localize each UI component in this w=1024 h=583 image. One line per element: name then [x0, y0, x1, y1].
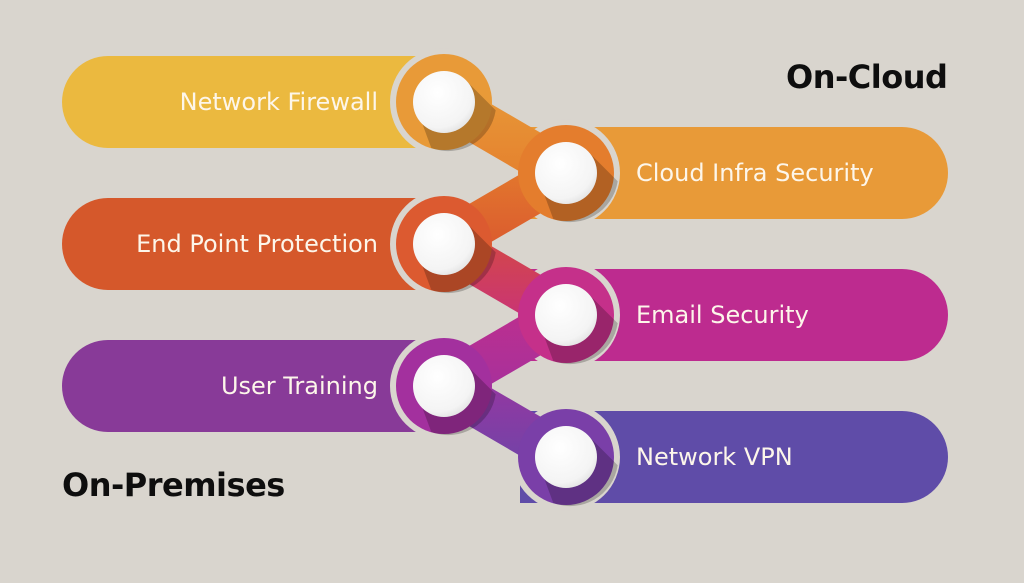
- item-bar-4: [520, 269, 948, 361]
- node-circle: [413, 355, 475, 417]
- bar-shape: [520, 127, 948, 219]
- bar-shape: [62, 198, 440, 290]
- item-label-1: Network Firewall: [180, 88, 378, 116]
- bar-shape: [62, 340, 440, 432]
- node-4: [518, 267, 618, 365]
- item-label-4: Email Security: [636, 301, 809, 329]
- item-label-5: User Training: [221, 372, 378, 400]
- on-cloud-heading: On-Cloud: [786, 58, 948, 96]
- bar-shape: [62, 56, 440, 148]
- item-label-6: Network VPN: [636, 443, 793, 471]
- node-circle: [413, 71, 475, 133]
- node-circle: [535, 284, 597, 346]
- item-label-3: End Point Protection: [136, 230, 378, 258]
- node-circle: [413, 213, 475, 275]
- node-3: [396, 196, 496, 294]
- node-6: [518, 409, 618, 507]
- on-premises-heading: On-Premises: [62, 466, 285, 504]
- item-label-2: Cloud Infra Security: [636, 159, 874, 187]
- node-circle: [535, 142, 597, 204]
- node-2: [518, 125, 618, 223]
- node-circle: [535, 426, 597, 488]
- bar-shape: [520, 269, 948, 361]
- item-bar-2: [520, 127, 948, 219]
- node-1: [396, 54, 496, 152]
- bar-shape: [520, 411, 948, 503]
- node-5: [396, 338, 496, 436]
- item-bar-3: [62, 198, 440, 290]
- item-bar-5: [62, 340, 440, 432]
- item-bar-1: [62, 56, 440, 148]
- item-bar-6: [520, 411, 948, 503]
